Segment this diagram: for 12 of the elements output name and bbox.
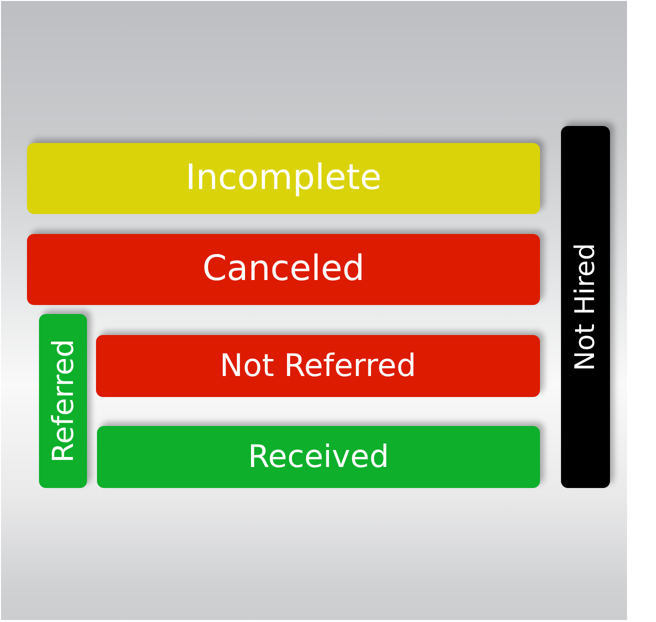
status-bar bbox=[96, 335, 540, 397]
status-label: Canceled bbox=[202, 252, 365, 287]
status-label: Incomplete bbox=[186, 161, 382, 196]
status-label: Not Referred bbox=[220, 350, 416, 382]
status-label: Referred bbox=[48, 339, 78, 463]
vertical-status-bar bbox=[39, 314, 87, 488]
status-bar bbox=[27, 143, 540, 214]
vertical-status-bar bbox=[561, 126, 610, 488]
status-label: Received bbox=[248, 442, 390, 472]
status-label: Not Hired bbox=[572, 243, 599, 371]
status-bar bbox=[97, 426, 540, 488]
status-bar bbox=[27, 234, 540, 305]
